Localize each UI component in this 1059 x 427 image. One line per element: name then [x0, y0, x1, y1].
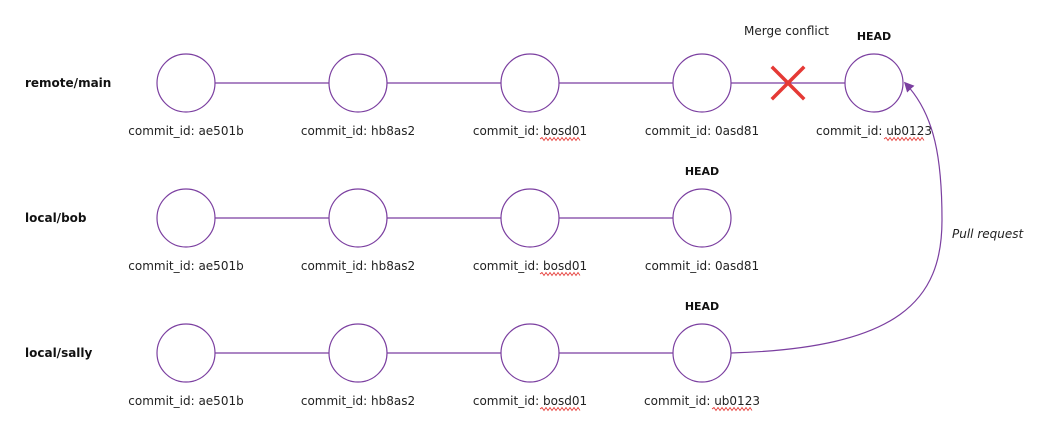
commit-node [328, 53, 388, 113]
x-stroke [770, 65, 806, 101]
branch-label: local/bob [25, 211, 87, 225]
commit-id-label: commit_id: bosd01 [473, 259, 587, 273]
spellcheck-underline [539, 406, 581, 412]
branch-local-bob: local/bob commit_id: ae501b commit_id: hb8… [25, 165, 759, 277]
commit-id-label: commit_id: ub0123 [644, 394, 760, 408]
commit-node [672, 53, 732, 113]
spellcheck-underline [539, 136, 581, 142]
branch-label: local/sally [25, 346, 93, 360]
commit-node [672, 188, 732, 248]
commit-node [844, 53, 904, 113]
commit-id-label: commit_id: 0asd81 [645, 124, 759, 138]
commit-id-label: commit_id: hb8as2 [301, 124, 415, 138]
commit-node [156, 323, 216, 383]
commit-id-label: commit_id: ae501b [128, 124, 243, 138]
commit-id-label: commit_id: hb8as2 [301, 394, 415, 408]
merge-conflict-x-icon [770, 65, 806, 101]
spellcheck-underline [539, 271, 581, 277]
commit-id-label: commit_id: bosd01 [473, 394, 587, 408]
branch-remote-main: remote/main commit_id: ae501b commit_id: h… [25, 30, 932, 142]
head-label: HEAD [685, 165, 719, 178]
commit-id-label: commit_id: ae501b [128, 259, 243, 273]
head-label: HEAD [685, 300, 719, 313]
pull-request-arrow [730, 81, 943, 354]
branch-local-sally: local/sally commit_id: ae501b commit_id: h… [25, 300, 760, 412]
pull-request-label: Pull request [952, 227, 1024, 241]
commit-node [500, 53, 560, 113]
commit-node [156, 188, 216, 248]
commit-node [328, 188, 388, 248]
commit-id-label: commit_id: ae501b [128, 394, 243, 408]
commit-node [500, 323, 560, 383]
commit-id-label: commit_id: bosd01 [473, 124, 587, 138]
branch-label: remote/main [25, 76, 111, 90]
merge-conflict-label: Merge conflict [744, 24, 829, 38]
head-label: HEAD [857, 30, 891, 43]
commit-node [672, 323, 732, 383]
commit-node [328, 323, 388, 383]
commit-id-label: commit_id: hb8as2 [301, 259, 415, 273]
commit-node [500, 188, 560, 248]
commit-node [156, 53, 216, 113]
spellcheck-underline [883, 136, 925, 142]
branches-layer: remote/main commit_id: ae501b commit_id: h… [25, 30, 932, 412]
commit-id-label: commit_id: 0asd81 [645, 259, 759, 273]
spellcheck-underline [711, 406, 753, 412]
commit-id-label: commit_id: ub0123 [816, 124, 932, 138]
